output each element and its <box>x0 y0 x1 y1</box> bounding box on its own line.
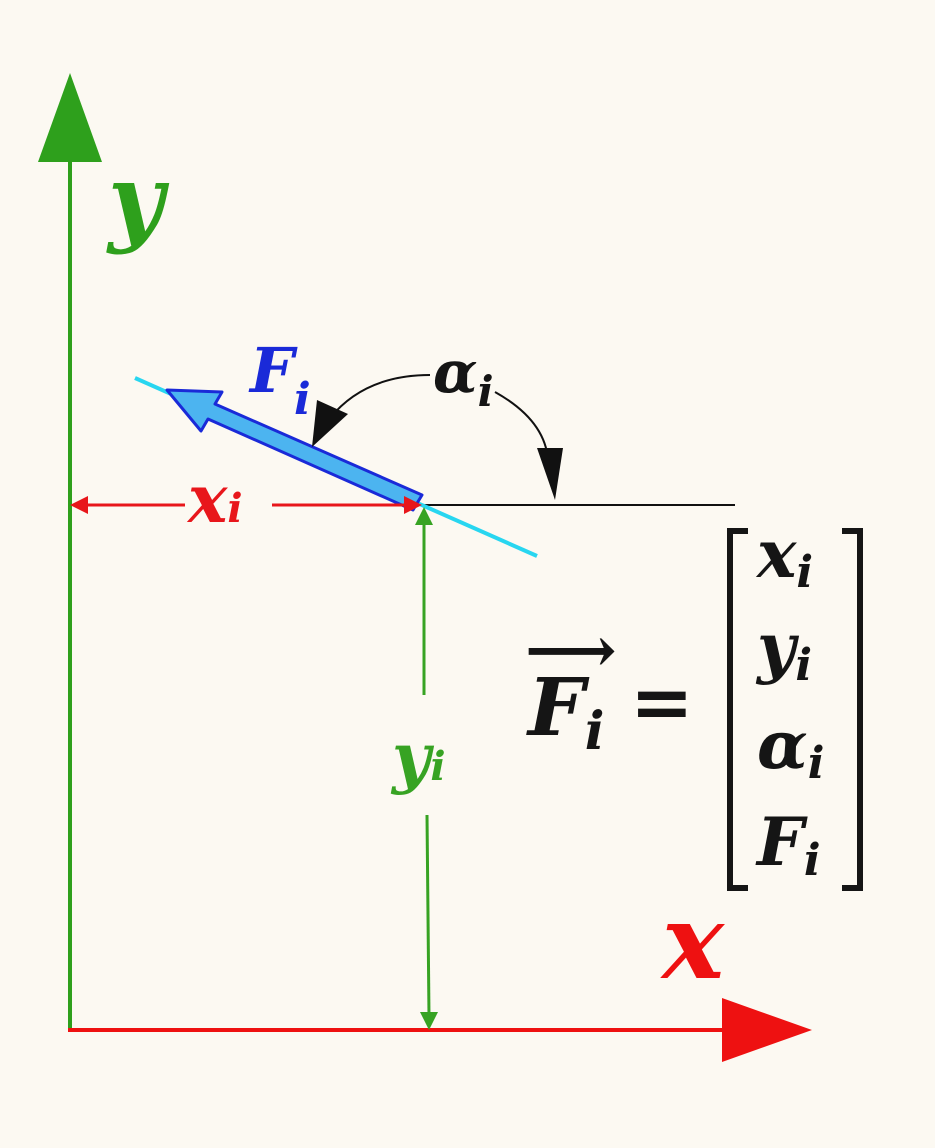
bracket-right <box>842 528 863 891</box>
x-dim-arrow-left <box>70 496 88 514</box>
y-axis-arrowhead <box>38 73 102 162</box>
vector-entry-y: yi <box>755 608 812 691</box>
y-axis-label: y <box>106 143 170 256</box>
force-label: Fi <box>248 334 311 425</box>
angle-label: αi <box>433 338 494 416</box>
vector-entry-f: Fi <box>755 803 821 886</box>
y-dim-arrow-top <box>415 507 433 525</box>
angle-annotation: αi <box>312 338 563 500</box>
x-dim-arrow-right <box>404 496 422 514</box>
y-axis: y <box>38 73 170 1030</box>
x-axis: x <box>68 880 812 1062</box>
equation-lhs-arrow: ⟶ <box>525 613 617 688</box>
angle-arc-left <box>329 374 431 419</box>
equation-lhs: Fi <box>526 660 605 762</box>
y-dim-label: yi <box>390 718 446 796</box>
vector-entry-x: xi <box>755 515 813 598</box>
equation-equals: = <box>630 657 694 746</box>
vector-entry-alpha: αi <box>757 706 825 789</box>
x-dim-label: xi <box>186 460 243 538</box>
y-dim-arrow-bottom <box>420 1012 438 1030</box>
x-axis-arrowhead <box>722 998 812 1062</box>
x-axis-label: x <box>660 880 725 1003</box>
bracket-left <box>727 528 748 891</box>
angle-arrowhead-right <box>537 448 563 500</box>
x-dimension: xi <box>70 460 422 538</box>
force-arrow <box>165 388 424 512</box>
y-dim-line-bottom <box>425 814 431 1017</box>
angle-arrowhead-left <box>312 400 348 447</box>
state-vector-equation: ⟶ Fi = xi yi αi Fi <box>525 515 863 891</box>
y-dimension: yi <box>390 507 446 1030</box>
